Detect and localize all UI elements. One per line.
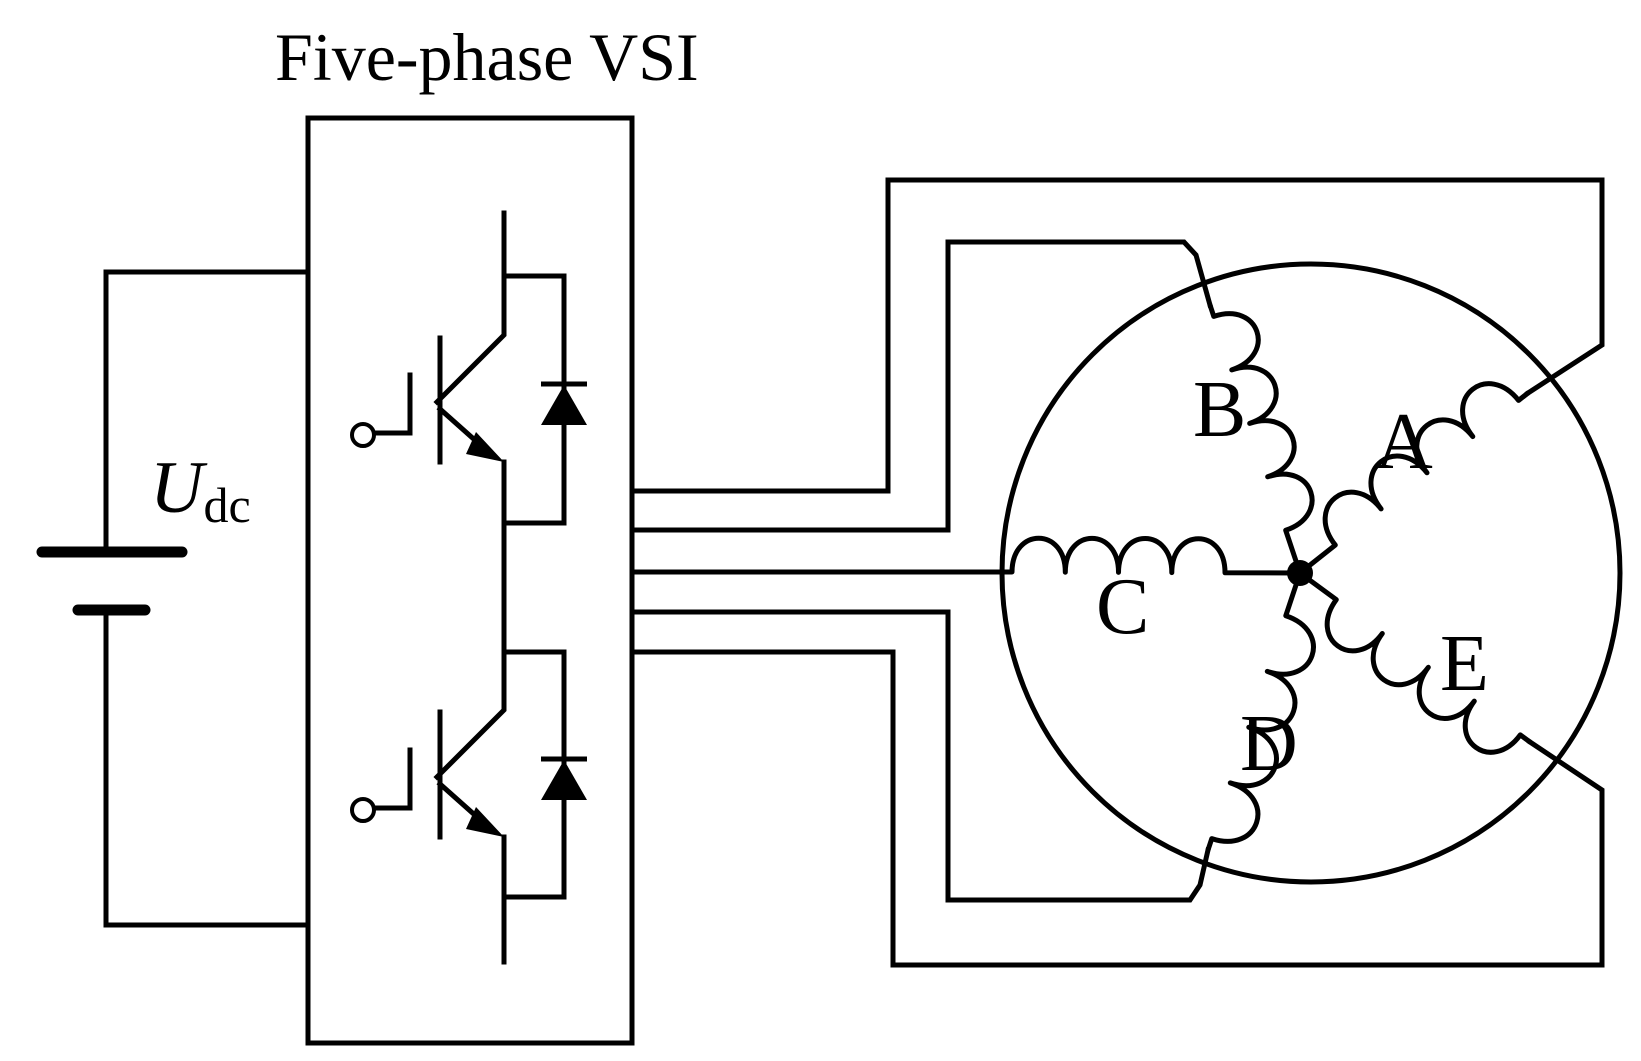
winding-e xyxy=(1297,570,1533,755)
winding-a xyxy=(1297,381,1531,576)
winding-label-d: D xyxy=(1240,700,1298,788)
source-label: Udc xyxy=(150,447,251,533)
phase-wire-d xyxy=(629,609,1211,903)
winding-label-a: A xyxy=(1375,398,1433,486)
winding-label-b: B xyxy=(1193,366,1246,454)
winding-label-c: C xyxy=(1096,563,1149,651)
dc-source: Udc xyxy=(36,269,311,928)
stator-windings xyxy=(997,302,1533,853)
lower-igbt xyxy=(350,520,587,965)
neutral-point xyxy=(1287,560,1313,586)
diagram-title: Five-phase VSI xyxy=(275,19,699,95)
lower-diode xyxy=(541,760,587,800)
phase-wire-a xyxy=(629,177,1605,494)
inverter-box xyxy=(305,115,635,1046)
phase-wire-e xyxy=(629,649,1605,968)
winding-d xyxy=(1205,570,1316,853)
winding-b xyxy=(1207,302,1315,576)
phase-wire-b xyxy=(629,239,1214,533)
upper-igbt xyxy=(350,210,587,526)
winding-c xyxy=(997,535,1303,576)
upper-diode xyxy=(541,385,587,425)
winding-label-e: E xyxy=(1440,620,1489,708)
